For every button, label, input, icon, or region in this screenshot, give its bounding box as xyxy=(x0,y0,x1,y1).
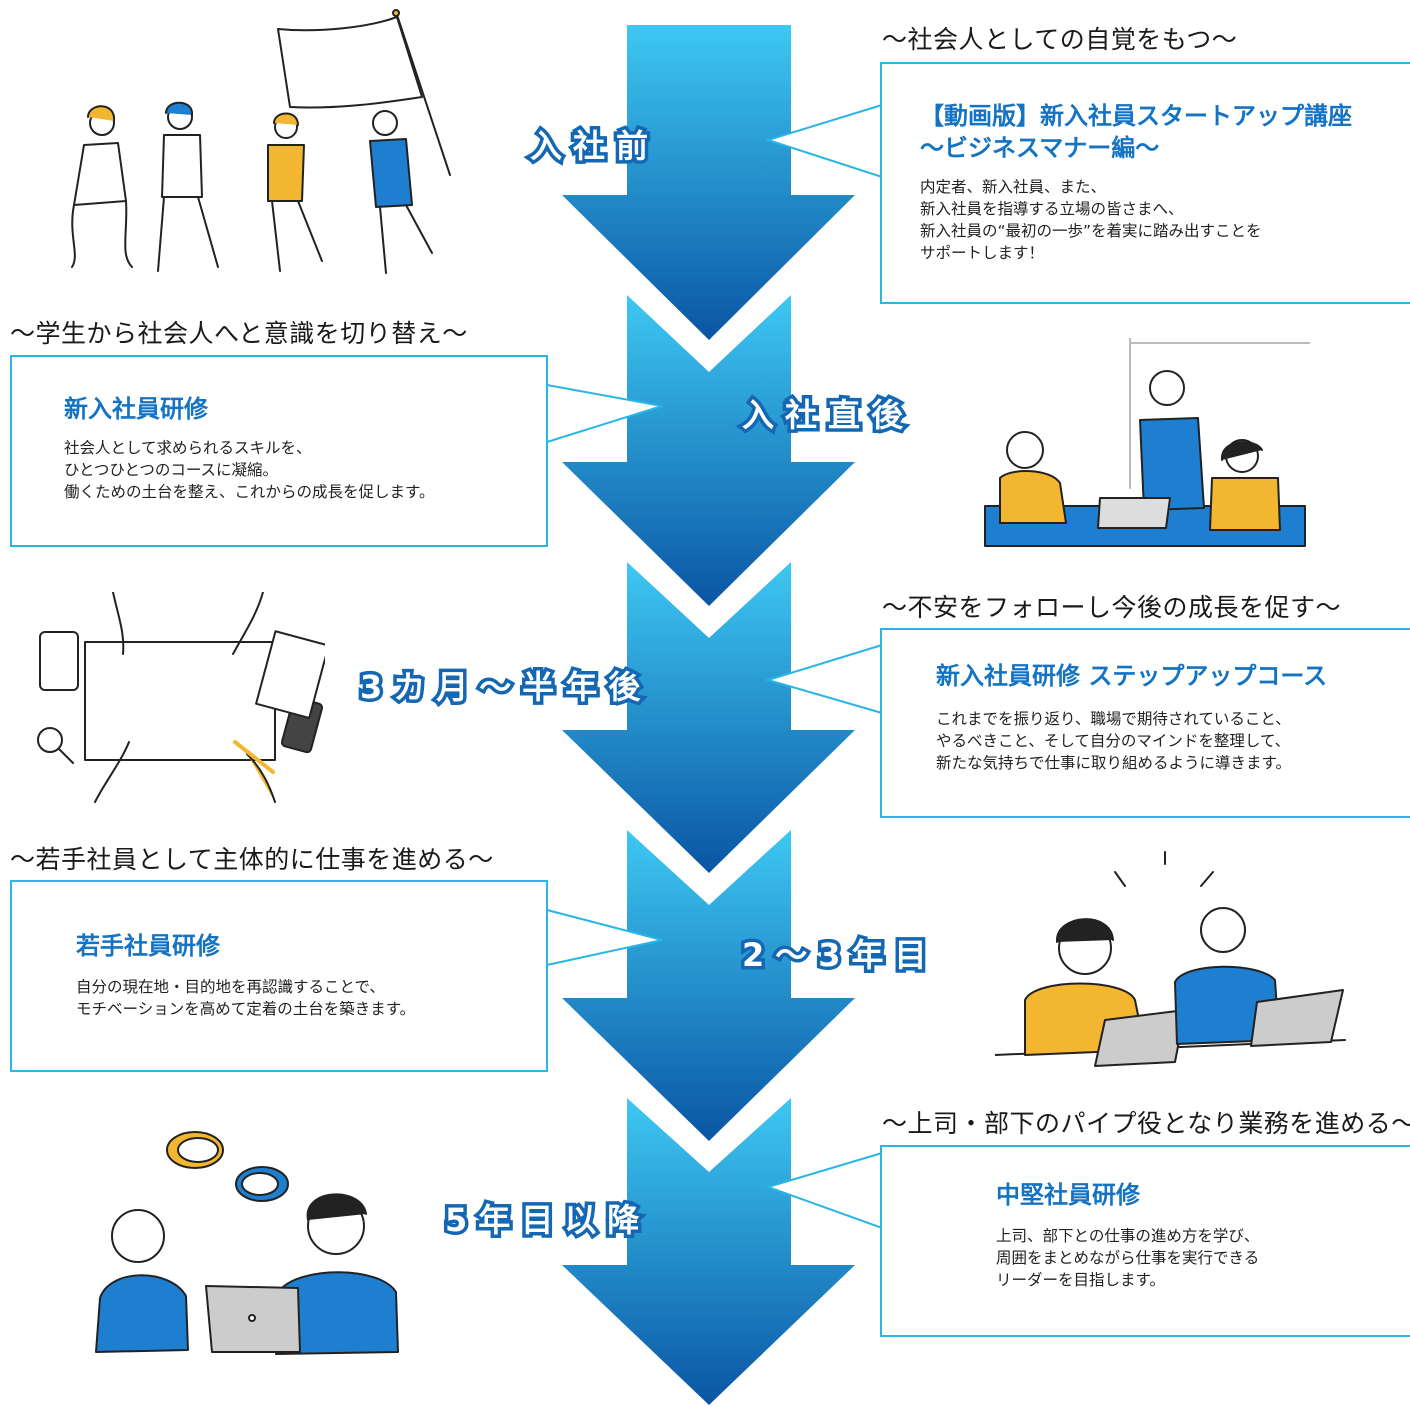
course-card-young-employee: 若手社員研修 自分の現在地・目的地を再認識することで、 モチベーションを高めて定… xyxy=(10,880,548,1072)
stage-label-just-after-joining: 入社直後 xyxy=(738,393,915,438)
colleagues-laptop-illustration xyxy=(995,851,1346,1067)
card-subtitle: 〜学生から社会人へと意識を切り替え〜 xyxy=(10,319,468,348)
card-subtitle: 〜社会人としての自覚をもつ〜 xyxy=(882,25,1238,54)
meeting-discussion-illustration xyxy=(984,338,1310,547)
course-description: 自分の現在地・目的地を再認識することで、 モチベーションを高めて定着の土台を築き… xyxy=(76,978,416,1018)
course-description: これまでを振り返り、職場で期待されていること、 やるべきこと、そして自分のマイン… xyxy=(936,710,1291,772)
course-title: 中堅社員研修 xyxy=(996,1181,1140,1209)
course-title: 若手社員研修 xyxy=(76,932,220,960)
course-card-step-up: 新入社員研修 ステップアップコース これまでを振り返り、職場で期待されていること… xyxy=(880,628,1410,818)
stage-label-before-joining: 入社前 xyxy=(526,124,660,169)
arrow-segment-5 xyxy=(562,1098,855,1405)
stage-label-5-years-plus: 5年目以降 xyxy=(441,1198,651,1243)
arrow-segment-1 xyxy=(562,25,855,340)
stage-label-3-to-6-months: 3カ月〜半年後 xyxy=(356,665,652,710)
course-card-new-employee: 新入社員研修 社会人として求められるスキルを、 ひとつひとつのコースに凝縮。 働… xyxy=(10,355,548,547)
team-marching-flag-illustration xyxy=(71,9,451,274)
card-subtitle: 〜若手社員として主体的に仕事を進める〜 xyxy=(10,845,494,874)
conversation-laptop-illustration xyxy=(95,1131,399,1355)
course-card-mid-level: 中堅社員研修 上司、部下との仕事の進め方を学び、 周囲をまとめながら仕事を実行で… xyxy=(880,1145,1410,1337)
card-subtitle: 〜不安をフォローし今後の成長を促す〜 xyxy=(882,593,1342,622)
arrow-chain xyxy=(562,25,855,1405)
arrow-segment-4 xyxy=(562,830,855,1141)
card-subtitle: 〜上司・部下のパイプ役となり業務を進める〜 xyxy=(882,1109,1410,1138)
desk-planning-illustration xyxy=(37,592,325,803)
course-card-startup: 【動画版】新入社員スタートアップ講座 〜ビジネスマナー編〜 内定者、新入社員、ま… xyxy=(880,62,1410,304)
course-description: 社会人として求められるスキルを、 ひとつひとつのコースに凝縮。 働くための土台を… xyxy=(64,439,435,501)
course-description: 上司、部下との仕事の進め方を学び、 周囲をまとめながら仕事を実行できる リーダー… xyxy=(996,1227,1260,1289)
course-title: 新入社員研修 xyxy=(64,395,208,423)
course-title: 【動画版】新入社員スタートアップ講座 〜ビジネスマナー編〜 xyxy=(920,102,1352,162)
stage-label-2-to-3-years: 2〜3年目 xyxy=(739,933,938,978)
arrow-segment-2 xyxy=(562,295,855,606)
course-description: 内定者、新入社員、また、 新入社員を指導する立場の皆さまへ、 新入社員の“最初の… xyxy=(920,178,1262,262)
course-title: 新入社員研修 ステップアップコース xyxy=(936,662,1328,690)
arrow-segment-3 xyxy=(562,562,855,873)
